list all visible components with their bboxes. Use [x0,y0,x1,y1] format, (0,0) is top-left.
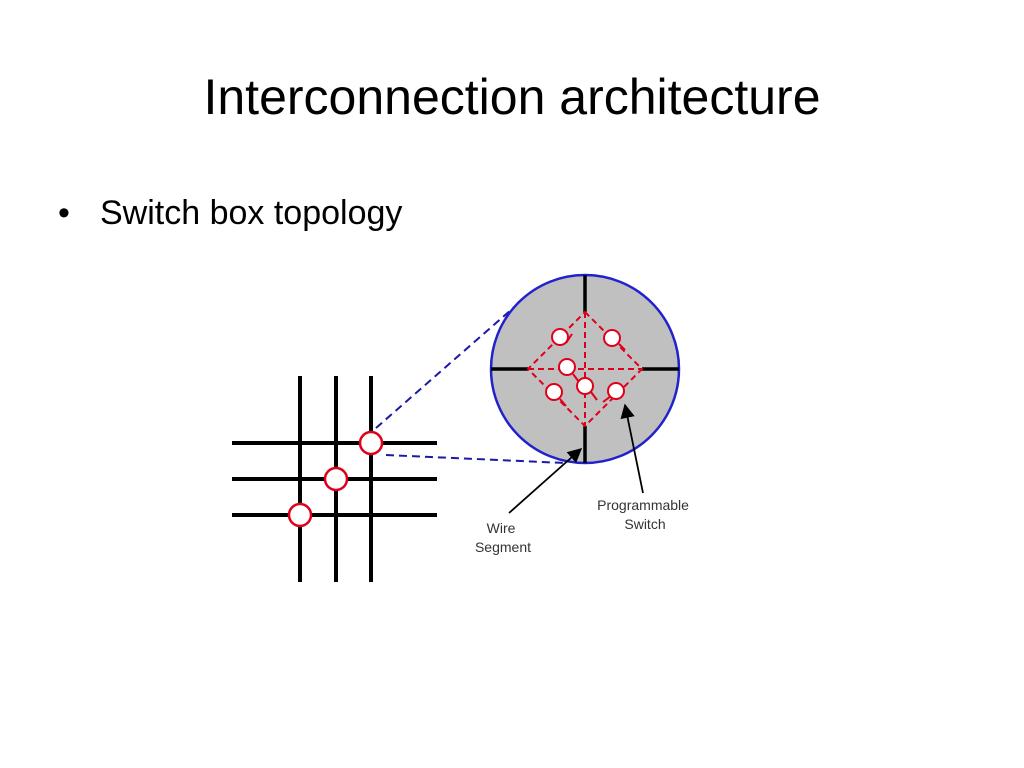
zoom-wire-segments [491,275,679,463]
bullet-list: • Switch box topology [58,188,402,238]
bullet-marker: • [58,194,70,232]
programmable-switch-arrow [620,403,644,494]
programmable-switch-label-line2: Switch [624,516,665,532]
wire-segment-label-line2: Segment [475,539,531,555]
programmable-connections [526,310,644,428]
programmable-switch-label: Programmable Switch [597,497,693,532]
switch-stem [618,343,626,351]
switch-stem [590,391,598,401]
bullet-text: Switch box topology [100,194,403,232]
switch-stem [559,398,567,407]
grid-switch-boxes [287,430,384,528]
wire-segment-arrow [508,448,583,514]
programmable-switches [545,328,626,407]
programmable-switch [576,377,594,395]
programmable-switch [551,328,569,346]
zoomed-switch-box [489,273,681,465]
programmable-switch [545,383,563,401]
programmable-switch-label-line1: Programmable [597,497,689,513]
switch-box-circle [358,430,384,456]
programmable-switch [607,382,625,400]
zoom-line-bottom [385,454,566,464]
programmable-switch [603,329,621,347]
slide-title: Interconnection architecture [203,69,821,125]
switch-box-circle [287,502,313,528]
bullet-item: • Switch box topology [58,188,402,238]
wire-segment-label-line1: Wire [487,520,516,536]
programmable-switch [558,358,576,376]
switch-box-circle [323,466,349,492]
wire-segment-label: Wire Segment [475,520,531,555]
zoom-line-top [375,301,521,429]
